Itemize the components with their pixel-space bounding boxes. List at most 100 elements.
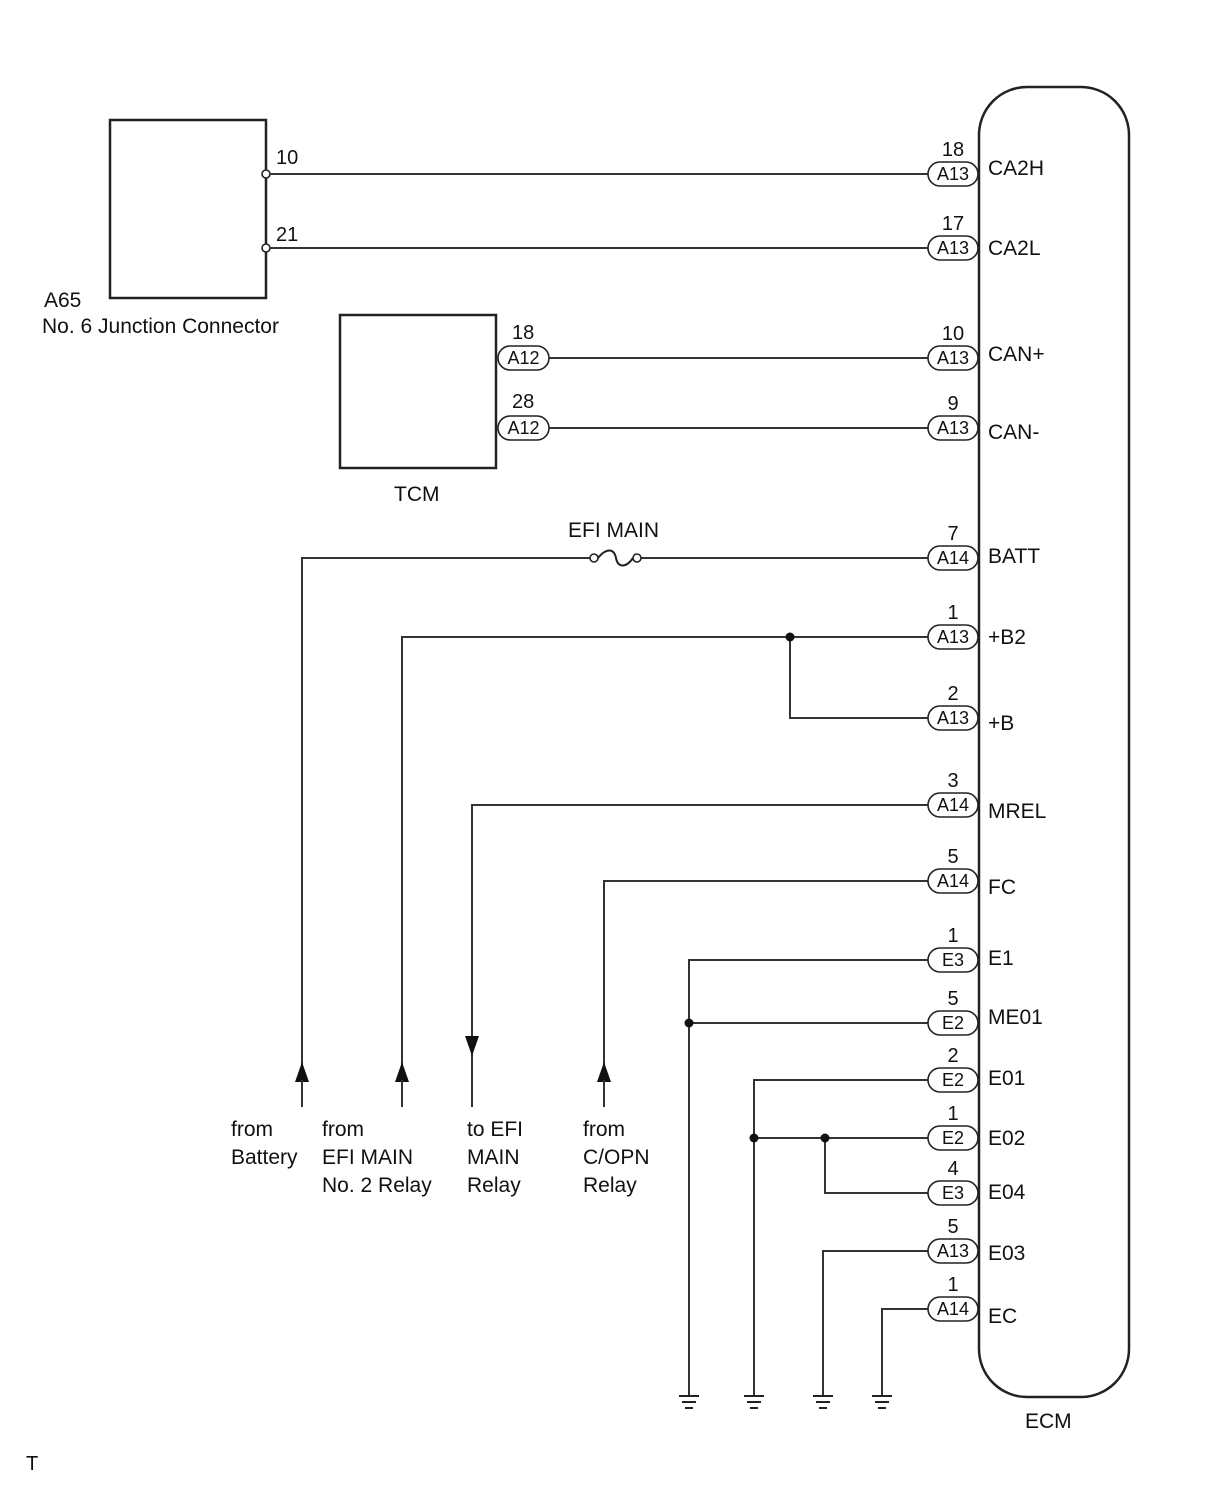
- tcm-label: TCM: [394, 483, 440, 506]
- tcm-pin-number: 28: [512, 391, 534, 413]
- ecm-signal-name: BATT: [988, 545, 1040, 568]
- ecm-connector-code: A13: [937, 627, 969, 647]
- ecm-signal-name: CAN+: [988, 343, 1045, 366]
- arrow-up-icon: [597, 1062, 611, 1107]
- ecm-pin-number: 2: [947, 1045, 958, 1067]
- ecm-signal-name: E1: [988, 947, 1014, 970]
- ecm-pin-number: 18: [942, 139, 964, 161]
- ecm-connector-code: A14: [937, 871, 969, 891]
- ecm-pin-number: 10: [942, 323, 964, 345]
- wire-ec: [881, 1308, 928, 1395]
- ecm-pin-number: 17: [942, 213, 964, 235]
- ecm-connector-oval: [927, 947, 979, 973]
- ecm-connector-code: E2: [942, 1128, 964, 1148]
- label-from-copn-relay: from C/OPN Relay: [583, 1118, 655, 1197]
- ecm-connector-oval: [927, 161, 979, 187]
- splice-me01: [684, 1018, 694, 1028]
- ecm-connector-code: A13: [937, 418, 969, 438]
- ecm-terminal-e01: 2E2 E01: [927, 1045, 1025, 1093]
- ecm-connector-oval: [927, 1010, 979, 1036]
- arrow-down-icon: [465, 1036, 479, 1107]
- ecm-terminal-e1: 1E3 E1: [927, 925, 1014, 973]
- ecm-connector-oval: [927, 345, 979, 371]
- ground-symbol: [872, 1395, 892, 1409]
- ecm-connector-code: E3: [942, 950, 964, 970]
- tcm-connector-code: A12: [507, 418, 539, 438]
- ecm-pin-number: 2: [947, 683, 958, 705]
- ecm-pin-number: 5: [947, 846, 958, 868]
- junction-pin-number: 21: [276, 224, 298, 246]
- wire-fc: [603, 880, 928, 1070]
- ecm-connector-oval: [927, 868, 979, 894]
- junction-connector-code: A65: [44, 289, 81, 312]
- ground-symbol: [813, 1395, 833, 1409]
- ecm-connector-oval: [927, 1180, 979, 1206]
- ecm-connector-oval: [927, 415, 979, 441]
- splice-b: [785, 632, 795, 642]
- tcm-pin-28: 28 A12: [497, 391, 550, 441]
- ecm-box: [977, 85, 1131, 1399]
- ecm-connector-code: E2: [942, 1070, 964, 1090]
- ecm-signal-name: EC: [988, 1305, 1017, 1328]
- ecm-pin-number: 7: [947, 523, 958, 545]
- label-from-efi-main-no2-relay: from EFI MAIN No. 2 Relay: [322, 1118, 432, 1197]
- label-to-efi-main-relay: to EFI MAIN Relay: [467, 1118, 529, 1197]
- ground-symbol: [744, 1395, 764, 1409]
- ecm-signal-name: CAN-: [988, 421, 1039, 444]
- ecm-signal-name: ME01: [988, 1006, 1043, 1029]
- junction-pin-number: 10: [276, 147, 298, 169]
- fuse-efi-main: EFI MAIN: [568, 519, 659, 567]
- ecm-pin-number: 9: [947, 393, 958, 415]
- tcm-pin-number: 18: [512, 322, 534, 344]
- ecm-connector-oval: [927, 235, 979, 261]
- ecm-signal-name: CA2H: [988, 157, 1044, 180]
- ecm-signal-name: E03: [988, 1242, 1025, 1265]
- ecm-label: ECM: [1025, 1410, 1072, 1433]
- wire-e04: [824, 1138, 928, 1194]
- ecm-connector-code: A13: [937, 238, 969, 258]
- tcm-box: [338, 313, 498, 470]
- ecm-pin-number: 1: [947, 925, 958, 947]
- ecm-connector-code: A13: [937, 1241, 969, 1261]
- ecm-signal-name: +B: [988, 712, 1014, 735]
- wire-e01: [753, 1079, 928, 1395]
- ecm-connector-oval: [927, 624, 979, 650]
- ecm-signal-name: FC: [988, 876, 1016, 899]
- wire-mrel: [471, 804, 928, 1060]
- fuse-label: EFI MAIN: [568, 519, 659, 542]
- ecm-connector-code: A13: [937, 348, 969, 368]
- ecm-connector-oval: [927, 792, 979, 818]
- arrow-up-icon: [295, 1062, 309, 1107]
- ecm-pin-number: 5: [947, 1216, 958, 1238]
- tcm-pin-18: 18 A12: [497, 322, 550, 371]
- ecm-connector-oval: [927, 705, 979, 731]
- ecm-connector-code: A14: [937, 1299, 969, 1319]
- ecm-connector-oval: [927, 545, 979, 571]
- wire-e03: [822, 1250, 928, 1395]
- ecm-connector-oval: [927, 1067, 979, 1093]
- ecm-connector-code: E3: [942, 1183, 964, 1203]
- ecm-signal-name: E01: [988, 1067, 1025, 1090]
- splice-e02: [749, 1133, 759, 1143]
- junction-connector-name: No. 6 Junction Connector: [42, 315, 279, 338]
- ecm-connector-code: A13: [937, 708, 969, 728]
- ecm-pin-number: 4: [947, 1158, 958, 1180]
- ecm-pin-number: 1: [947, 1103, 958, 1125]
- wire-e1: [688, 959, 928, 1395]
- ecm-connector-code: A14: [937, 548, 969, 568]
- wire-b: [789, 637, 928, 719]
- ecm-signal-name: +B2: [988, 626, 1026, 649]
- footer-mark: T: [26, 1453, 38, 1475]
